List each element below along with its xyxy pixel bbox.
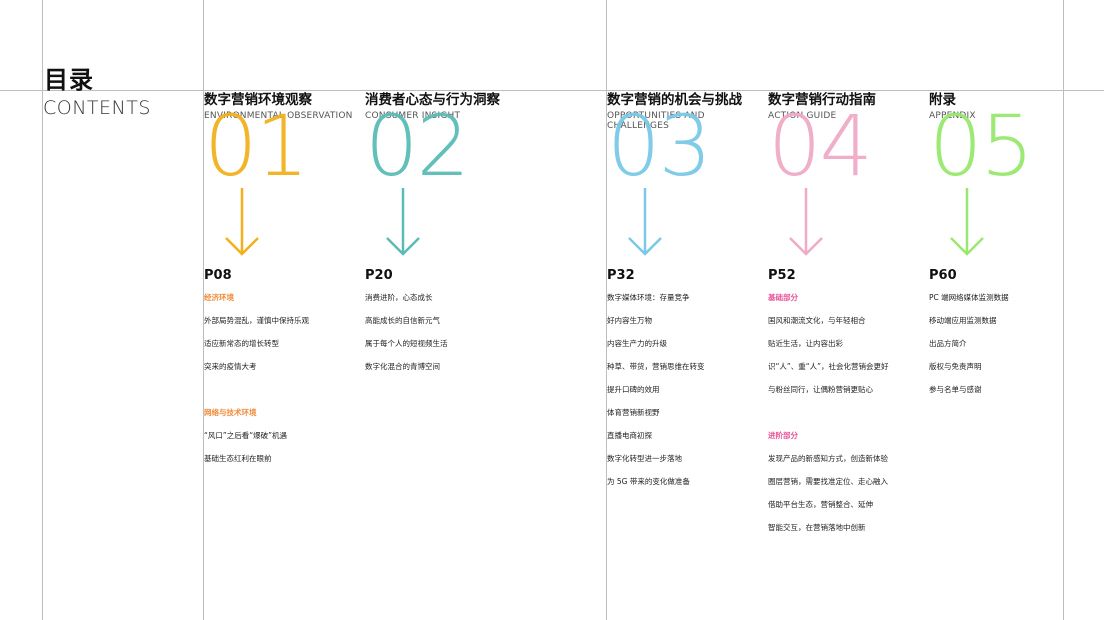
section-items: PC 端网络媒体监测数据移动端应用监测数据出品方简介版权与免责声明参与名单与感谢 xyxy=(929,293,1089,408)
arrow-down-icon xyxy=(628,188,662,256)
section-title-en: ACTION GUIDE xyxy=(768,111,837,121)
section-number: 03 xyxy=(607,97,712,195)
subsection-heading: 进阶部分 xyxy=(768,431,798,440)
grid-line-1 xyxy=(42,0,43,620)
toc-item[interactable]: 借助平台生态，营销整合、延伸 xyxy=(768,500,873,509)
section-title[interactable]: 附录 xyxy=(929,92,956,108)
section-title-en: OPPORTUNITIES AND CHALLENGES xyxy=(607,111,705,131)
header-rule xyxy=(0,90,1104,91)
section-number: 02 xyxy=(365,97,470,195)
section-items: 数字媒体环境：存量竞争好内容生万物内容生产力的升级种草、带货，营销思维在转变提升… xyxy=(607,293,767,500)
grid-line-4 xyxy=(1063,0,1064,620)
toc-item[interactable]: 出品方简介 xyxy=(929,339,967,348)
page-number[interactable]: P52 xyxy=(768,268,796,283)
toc-item[interactable]: 直播电商初探 xyxy=(607,431,652,440)
section-number: 01 xyxy=(204,97,309,195)
toc-item[interactable]: 数字媒体环境：存量竞争 xyxy=(607,293,690,302)
toc-item[interactable]: 内容生产力的升级 xyxy=(607,339,667,348)
toc-item[interactable]: 贴近生活，让内容出彩 xyxy=(768,339,843,348)
toc-item[interactable]: 参与名单与感谢 xyxy=(929,385,982,394)
section-title[interactable]: 消费者心态与行为洞察 xyxy=(365,92,500,108)
group-spacer xyxy=(768,408,928,431)
section-items: 基础部分国风和潮流文化，与年轻相合贴近生活，让内容出彩识“人”、重“人”，社会化… xyxy=(768,293,928,546)
page-number[interactable]: P08 xyxy=(204,268,232,283)
toc-item[interactable]: “风口”之后看“爆破”机遇 xyxy=(204,431,288,440)
subsection-heading: 网络与技术环境 xyxy=(204,408,257,417)
page-title: 目录 xyxy=(44,66,94,94)
toc-item[interactable]: PC 端网络媒体监测数据 xyxy=(929,293,1009,302)
page-number[interactable]: P20 xyxy=(365,268,393,283)
page-number[interactable]: P32 xyxy=(607,268,635,283)
page-subtitle: CONTENTS xyxy=(43,97,151,119)
section-title[interactable]: 数字营销环境观察 xyxy=(204,92,312,108)
toc-item[interactable]: 版权与免责声明 xyxy=(929,362,982,371)
toc-item[interactable]: 好内容生万物 xyxy=(607,316,652,325)
section-items: 消费进阶，心态成长高能成长的自信新元气属于每个人的短视频生活数字化混合的青博空间 xyxy=(365,293,525,385)
grid-line-3 xyxy=(606,0,607,620)
section-title-en: ENVIRONMENTAL OBSERVATION xyxy=(204,111,353,121)
toc-item[interactable]: 适应新常态的增长转型 xyxy=(204,339,279,348)
group-spacer xyxy=(204,385,364,408)
page-number[interactable]: P60 xyxy=(929,268,957,283)
arrow-down-icon xyxy=(789,188,823,256)
section-items: 经济环境外部局势混乱，谨慎中保持乐观适应新常态的增长转型突来的疫情大考网络与技术… xyxy=(204,293,364,477)
toc-item[interactable]: 国风和潮流文化，与年轻相合 xyxy=(768,316,866,325)
toc-item[interactable]: 圈层营销，需要找准定位、走心融入 xyxy=(768,477,888,486)
section-title-en: CONSUMER INSIGHT xyxy=(365,111,461,121)
arrow-down-icon xyxy=(950,188,984,256)
section-title-en: APPENDIX xyxy=(929,111,976,121)
toc-item[interactable]: 发现产品的新感知方式，创造新体验 xyxy=(768,454,888,463)
subsection-heading: 经济环境 xyxy=(204,293,234,302)
toc-item[interactable]: 智能交互，在营销落地中创新 xyxy=(768,523,866,532)
toc-item[interactable]: 识“人”、重“人”，社会化营销会更好 xyxy=(768,362,889,371)
toc-item[interactable]: 数字化混合的青博空间 xyxy=(365,362,440,371)
section-number: 04 xyxy=(768,97,873,195)
toc-item[interactable]: 高能成长的自信新元气 xyxy=(365,316,440,325)
toc-item[interactable]: 属于每个人的短视频生活 xyxy=(365,339,448,348)
toc-item[interactable]: 数字化转型进一步落地 xyxy=(607,454,682,463)
section-number: 05 xyxy=(929,97,1034,195)
toc-item[interactable]: 外部局势混乱，谨慎中保持乐观 xyxy=(204,316,309,325)
toc-item[interactable]: 基础生态红利在眼前 xyxy=(204,454,272,463)
toc-item[interactable]: 体育营销新视野 xyxy=(607,408,660,417)
section-title[interactable]: 数字营销的机会与挑战 xyxy=(607,92,742,108)
toc-item[interactable]: 种草、带货，营销思维在转变 xyxy=(607,362,705,371)
grid-line-2 xyxy=(203,0,204,620)
section-title[interactable]: 数字营销行动指南 xyxy=(768,92,876,108)
arrow-down-icon xyxy=(225,188,259,256)
arrow-down-icon xyxy=(386,188,420,256)
toc-item[interactable]: 消费进阶，心态成长 xyxy=(365,293,433,302)
toc-item[interactable]: 与粉丝同行，让偶粉营销更贴心 xyxy=(768,385,873,394)
subsection-heading: 基础部分 xyxy=(768,293,798,302)
toc-item[interactable]: 突来的疫情大考 xyxy=(204,362,257,371)
toc-item[interactable]: 移动端应用监测数据 xyxy=(929,316,997,325)
toc-item[interactable]: 提升口碑的效用 xyxy=(607,385,660,394)
toc-item[interactable]: 为 5G 带来的变化做准备 xyxy=(607,477,690,486)
